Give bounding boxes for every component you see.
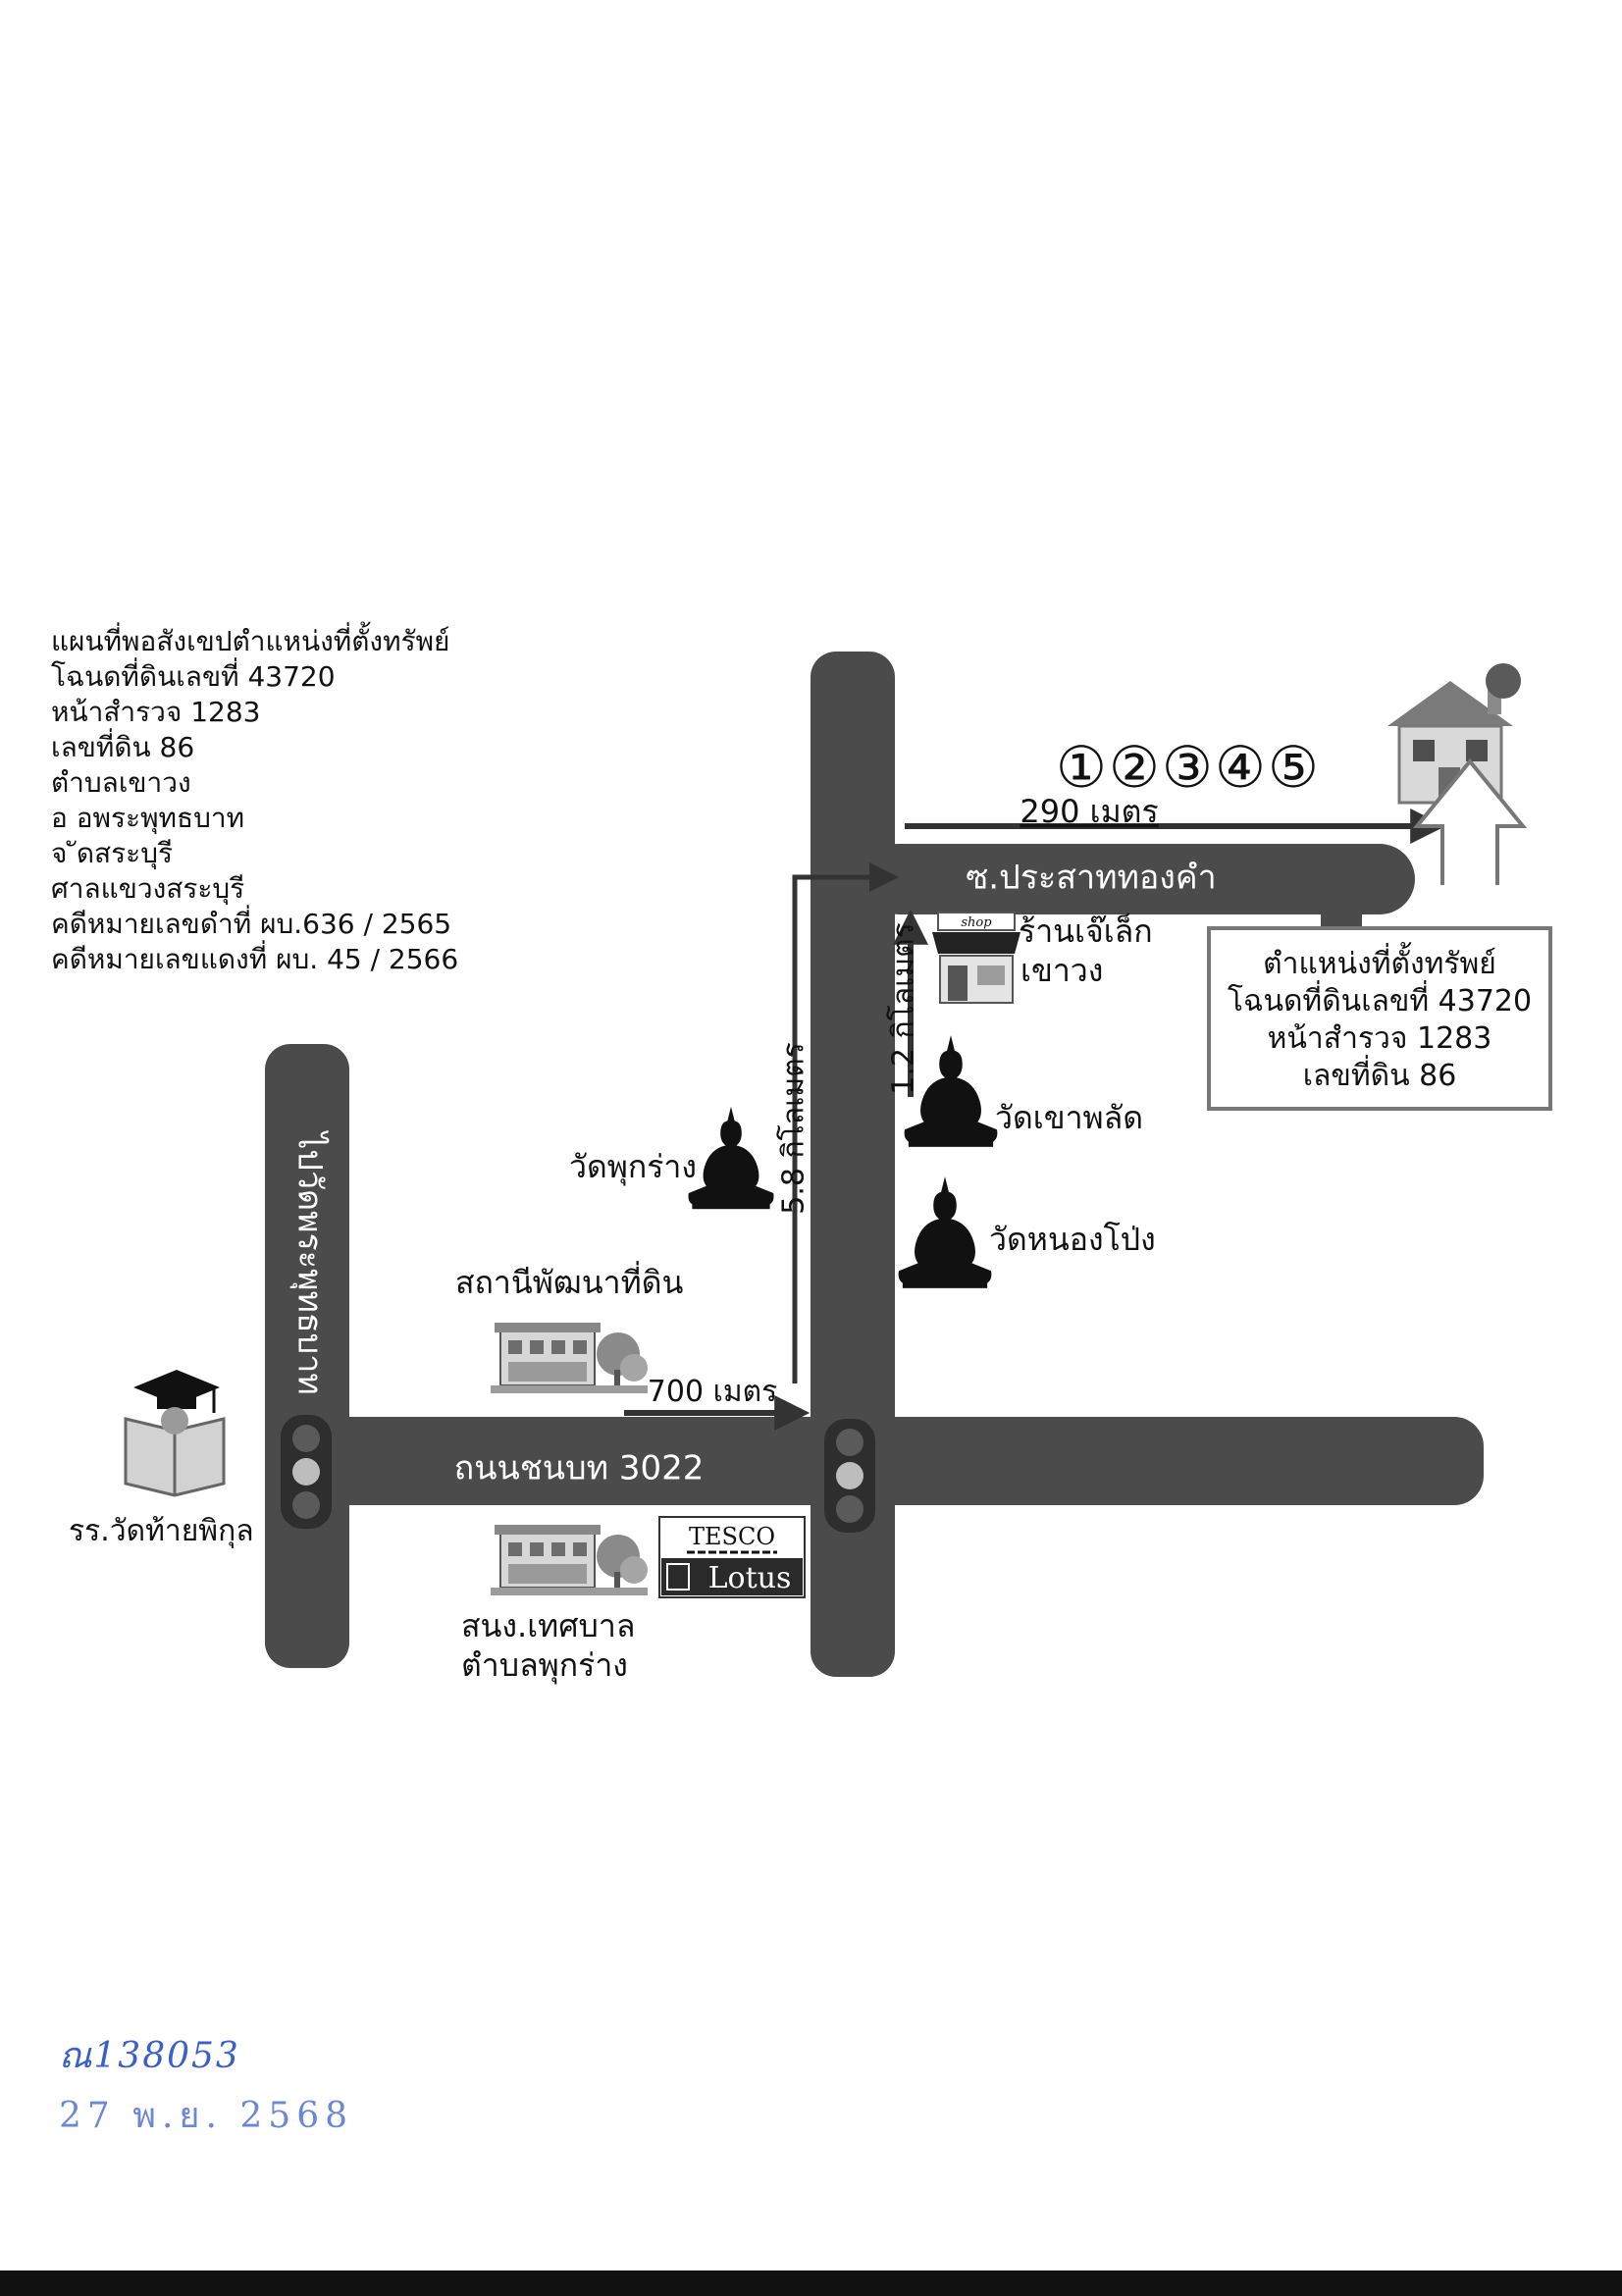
- info-line: ตำบลเขาวง: [51, 766, 191, 799]
- info-line: คดีหมายเลขแดงที่ ผบ. 45 / 2566: [51, 943, 459, 975]
- plot-number-markers: ①②③④⑤: [1056, 734, 1321, 801]
- property-box-line: เลขที่ดิน 86: [1303, 1055, 1457, 1093]
- municipal-office-area-label: ตำบลพุกร่าง: [461, 1646, 628, 1685]
- info-line: จ ัดสระบุรี: [51, 837, 174, 869]
- building-icon: [491, 1517, 648, 1595]
- road-3022-label: ถนนชนบท 3022: [454, 1449, 705, 1488]
- distance-soi-label: 290 เมตร: [1020, 793, 1158, 830]
- info-line: อ อพระพุทธบาท: [51, 802, 245, 834]
- info-line: คดีหมายเลขดำที่ ผบ.636 / 2565: [51, 908, 452, 940]
- property-info-box: [1207, 926, 1552, 1111]
- road-to-wat-label: ไปวัดพระพุทธบาท: [290, 1129, 330, 1394]
- shop-icon: shop: [932, 912, 1020, 1004]
- distance-east-label: 700 เมตร: [648, 1375, 777, 1409]
- school-label: รร.วัดท้ายพิกุล: [69, 1514, 254, 1549]
- distance-north-label: 1.2 กิโลเมตร: [886, 922, 921, 1095]
- graduation-cap-book-icon: [124, 1370, 226, 1497]
- property-box-line: ตำแหน่งที่ตั้งทรัพย์: [1263, 942, 1496, 981]
- buddha-icon: [688, 1106, 774, 1210]
- wat-khao-phalat-label: วัดเขาพลัด: [995, 1099, 1143, 1136]
- building-icon: [491, 1315, 648, 1393]
- info-line: ศาลแขวงสระบุรี: [51, 872, 245, 905]
- soi-road: [863, 844, 1415, 914]
- distance-side-label: 5.8 กิโลเมตร: [776, 1042, 811, 1215]
- tesco-label: TESCO: [689, 1523, 775, 1550]
- buddha-icon: [898, 1176, 992, 1288]
- received-stamp: ณ138053 27 พ.ย. 2568: [59, 2027, 353, 2143]
- stamp-receipt-number: ณ138053: [59, 2036, 240, 2076]
- info-line: แผนที่พอสังเขปตำแหน่งที่ตั้งทรัพย์: [51, 625, 450, 657]
- shop-sign-label: shop: [961, 915, 992, 930]
- info-line: เลขที่ดิน 86: [51, 731, 195, 763]
- scan-bottom-edge: [0, 2270, 1622, 2296]
- land-station-label: สถานีพัฒนาที่ดิน: [455, 1261, 683, 1301]
- shop-area-label: เขาวง: [1020, 952, 1103, 989]
- road-3022: [294, 1417, 1484, 1505]
- stamp-date: 27 พ.ย. 2568: [59, 2096, 354, 2136]
- traffic-light-icon: [824, 1419, 875, 1533]
- wat-phuk-rang-label: วัดพุกร่าง: [569, 1148, 697, 1186]
- property-box-line: โฉนดที่ดินเลขที่ 43720: [1228, 980, 1532, 1018]
- tesco-lotus-logo: TESCO Lotus: [658, 1516, 806, 1598]
- traffic-light-icon: [281, 1415, 332, 1529]
- route-side-arrow: [792, 862, 899, 1383]
- wat-nong-pong-label: วัดหนองโป่ง: [989, 1221, 1156, 1258]
- map-info-block: แผนที่พอสังเขปตำแหน่งที่ตั้งทรัพย์ โฉนดท…: [51, 624, 458, 977]
- municipal-office-label: สนง.เทศบาล: [461, 1607, 635, 1644]
- property-pointer-arrow: [1412, 757, 1528, 885]
- soi-road-label: ซ.ประสาททองคำ: [966, 859, 1217, 898]
- lotus-label: Lotus: [708, 1561, 792, 1595]
- soi-connector: [1321, 883, 1362, 930]
- info-line: โฉนดที่ดินเลขที่ 43720: [51, 660, 336, 693]
- property-box-line: หน้าสำรวจ 1283: [1268, 1021, 1492, 1056]
- shop-name-label: ร้านเจ๊เล็ก: [1019, 913, 1153, 950]
- info-line: หน้าสำรวจ 1283: [51, 696, 261, 728]
